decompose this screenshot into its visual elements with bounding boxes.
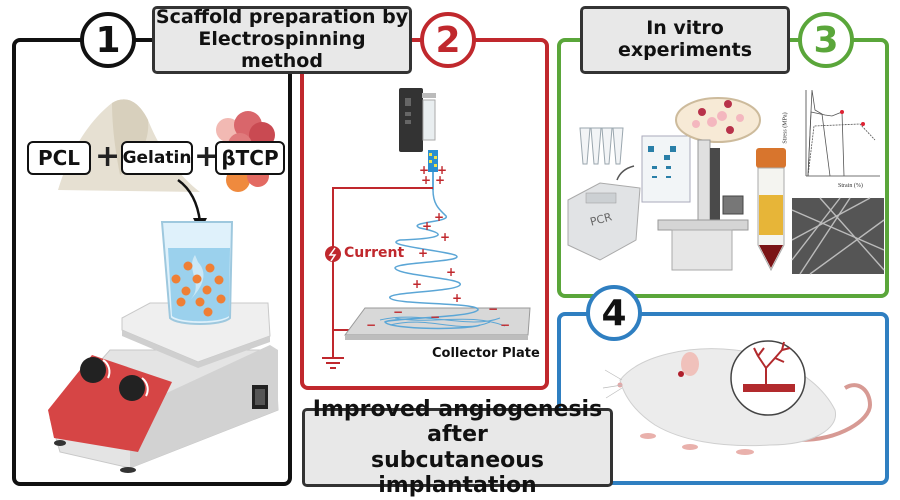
title-line-1: In vitro xyxy=(646,17,724,40)
positive-charge: + xyxy=(418,246,429,260)
in-vitro-title: In vitro experiments xyxy=(580,6,790,74)
material-btcp: βTCP xyxy=(215,141,285,175)
positive-charge: + xyxy=(437,163,448,177)
panel-2-frame xyxy=(300,38,549,390)
step-2-badge: 2 xyxy=(420,12,476,68)
panel-1-frame xyxy=(12,38,292,486)
step-4-badge: 4 xyxy=(586,285,642,341)
title-line-1: Scaffold preparation by xyxy=(155,6,409,29)
positive-charge: + xyxy=(440,230,451,244)
plus-icon: + xyxy=(194,139,220,174)
positive-charge: + xyxy=(446,265,457,279)
scaffold-preparation-title: Scaffold preparation by Electrospinning … xyxy=(152,6,412,74)
plus-icon: + xyxy=(95,139,121,174)
positive-charge: + xyxy=(452,291,463,305)
current-label: Current xyxy=(344,245,405,261)
positive-charge: + xyxy=(434,210,445,224)
positive-charge: + xyxy=(435,173,446,187)
step-1-badge: 1 xyxy=(80,12,136,68)
negative-charge: − xyxy=(430,310,441,324)
material-gelatin: Gelatin xyxy=(121,141,193,175)
outcome-line-1: Improved angiogenesis after xyxy=(312,396,603,448)
outcome-title: Improved angiogenesis after subcutaneous… xyxy=(302,397,613,498)
panel-3-frame xyxy=(557,38,889,298)
negative-charge: − xyxy=(500,318,511,332)
outcome-line-2: subcutaneous implantation xyxy=(370,447,545,498)
negative-charge: − xyxy=(393,305,404,319)
negative-charge: − xyxy=(488,302,499,316)
chart-y-label: Stress (MPa) xyxy=(782,112,789,144)
positive-charge: + xyxy=(419,163,430,177)
collector-plate-label: Collector Plate xyxy=(432,346,540,361)
title-line-2: Electrospinning method xyxy=(198,28,366,72)
positive-charge: + xyxy=(422,219,433,233)
negative-charge: − xyxy=(366,318,377,332)
positive-charge: + xyxy=(421,173,432,187)
positive-charge: + xyxy=(412,277,423,291)
panel-4-frame xyxy=(557,312,889,485)
step-3-badge: 3 xyxy=(798,12,854,68)
material-pcl: PCL xyxy=(27,141,91,175)
chart-x-label: Strain (%) xyxy=(838,183,863,189)
title-line-2: experiments xyxy=(617,39,753,61)
